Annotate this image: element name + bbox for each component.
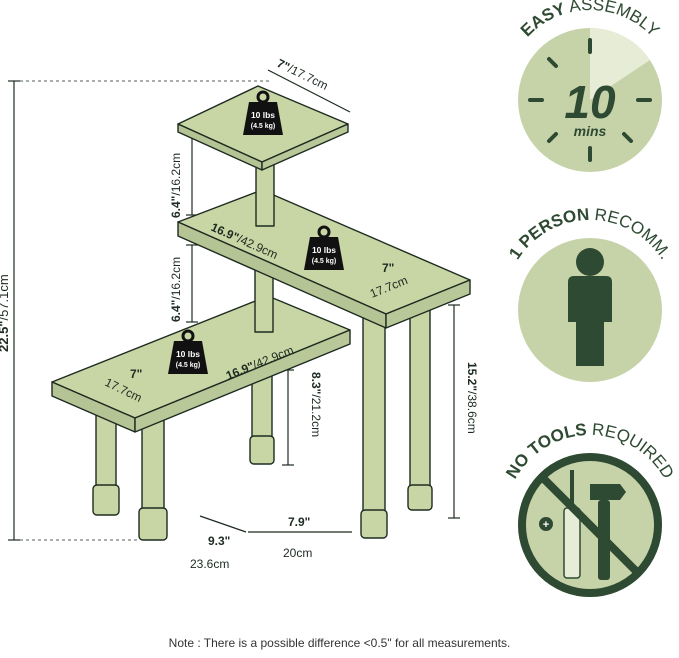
weight-lower-label: 10 lbs [176,349,200,359]
weight-middle-sub: (4.5 kg) [312,258,337,265]
weight-top-label: 10 lbs [251,110,275,120]
dim-foot-width-rest: 20cm [283,546,312,560]
weight-icon-top: 10 lbs (4.5 kg) [243,90,283,135]
dim-low-leg: 8.3"/21.2cm [309,372,323,437]
dim-low-depth-bold: 7" [130,367,142,381]
badge-easy-assembly: EASY ASSEMBLY 10 mins [517,0,663,172]
dim-top-height: 6.4"/16.2cm [169,153,183,218]
person-icon [568,248,612,366]
dim-foot-depth-bold: 9.3" [208,534,230,548]
no-tools-icon: + [518,453,662,597]
dim-total-height: 22.5"/57.1cm [0,274,11,352]
right-legs [360,297,433,539]
weight-lower-sub: (4.5 kg) [176,362,201,369]
weight-icon-lower: 10 lbs (4.5 kg) [168,329,208,374]
plant-stand [51,85,471,541]
weight-icon-middle: 10 lbs (4.5 kg) [304,225,344,270]
badge-easy-value: 10 [564,76,616,128]
weight-top-sub: (4.5 kg) [251,123,276,130]
lower-legs [92,369,275,541]
weight-middle-label: 10 lbs [312,245,336,255]
badge-one-person: 1 PERSON RECOMM. [505,205,675,382]
dim-foot-width-bold: 7.9" [288,515,310,529]
clock-icon [528,38,652,162]
dim-foot-depth-rest: 23.6cm [190,557,229,571]
badge-no-tools: NO TOOLS REQUIRED + [502,420,678,597]
measurement-note: Note : There is a possible difference <0… [168,636,511,650]
svg-text:+: + [543,519,549,531]
dim-right-leg: 15.2"/38.6cm [465,362,479,434]
lower-post [254,269,274,333]
dim-mid-depth-bold: 7" [382,261,394,275]
dim-mid-height: 6.4"/16.2cm [169,257,183,322]
clock-sector [590,27,650,100]
badge-easy-unit: mins [574,123,607,139]
top-post [255,159,275,227]
